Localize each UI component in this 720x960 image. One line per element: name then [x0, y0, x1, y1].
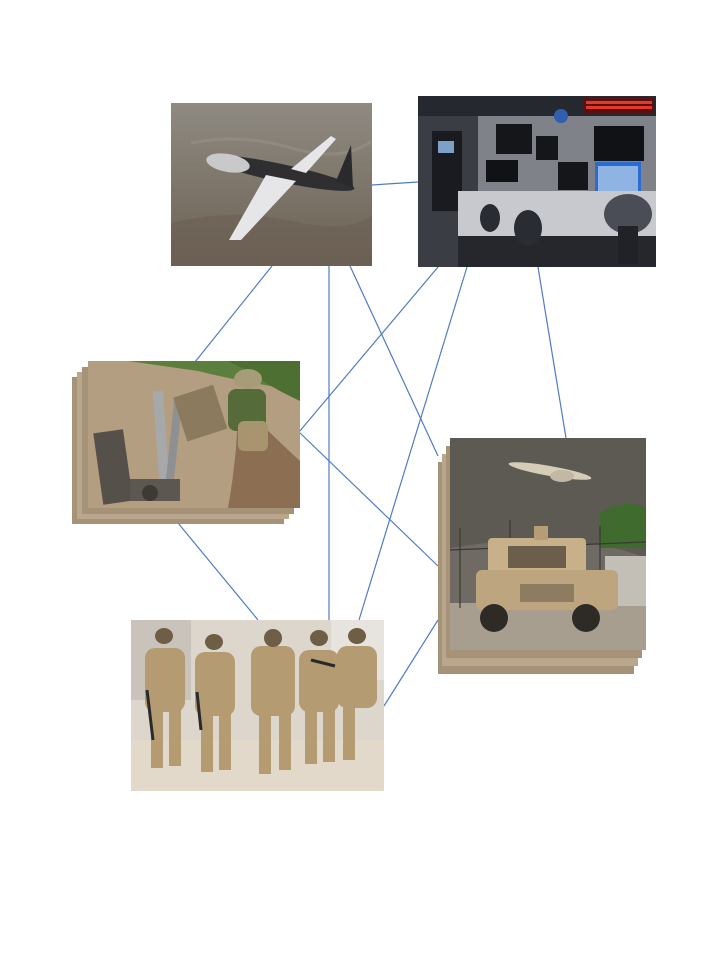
bomb-robot-node — [72, 361, 300, 524]
humvee-shape — [476, 526, 618, 632]
control-room-photo — [418, 96, 656, 267]
edge-control-room-to-bomb-robot — [298, 266, 439, 433]
uav-aircraft-shape — [206, 136, 355, 240]
patrolling-soldiers-photo — [131, 620, 384, 791]
edge-bomb-robot-to-soldiers — [177, 522, 259, 621]
uav-aircraft-photo — [171, 103, 372, 266]
edge-uav-to-humvee — [349, 265, 439, 457]
edge-uav-to-control-room — [371, 181, 419, 186]
edge-control-room-to-soldiers — [358, 266, 468, 621]
humvee-drone-node — [438, 438, 646, 674]
edge-bomb-robot-to-humvee — [298, 431, 439, 567]
edge-control-room-to-humvee — [537, 266, 567, 439]
edge-soldiers-to-humvee — [383, 619, 439, 707]
humvee-drone-photo — [450, 438, 646, 650]
edge-uav-to-bomb-robot — [194, 265, 273, 363]
bomb-robot-photo — [88, 361, 300, 508]
